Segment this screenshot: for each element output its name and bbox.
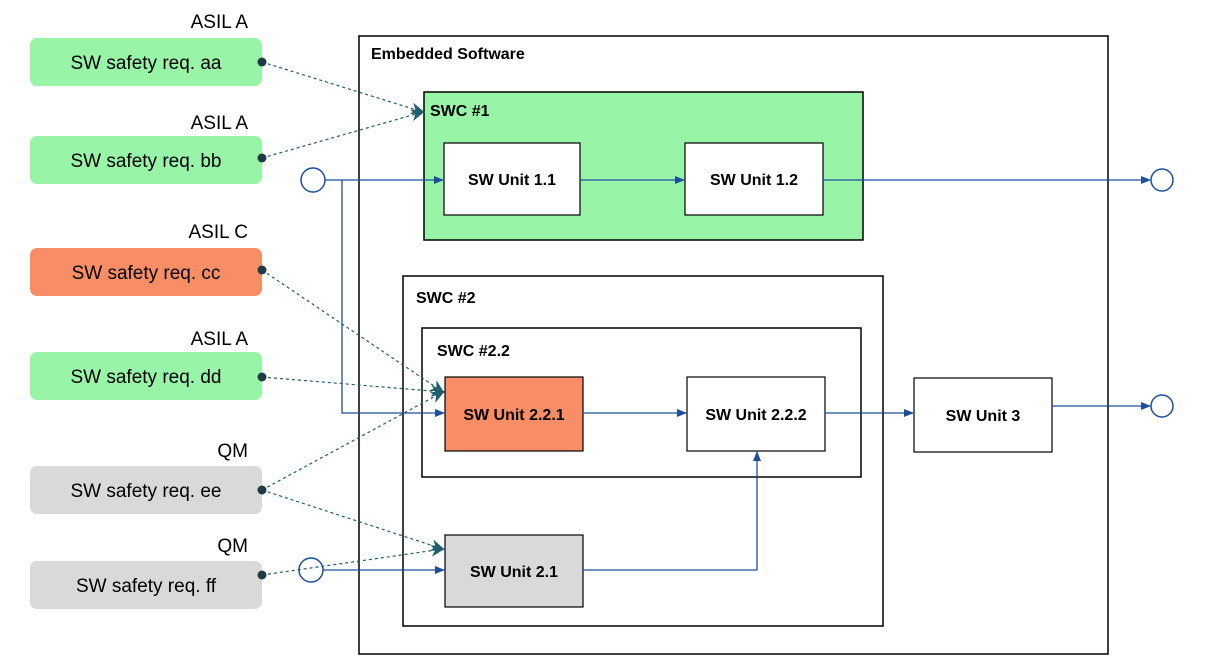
requirement-box-cc [30, 248, 262, 296]
requirements: ASIL A SW safety req. aa ASIL A SW safet… [30, 12, 267, 609]
trace-ee-to-unit-2-2-1 [261, 391, 445, 491]
unit-3 [913, 377, 1053, 453]
input-port-bottom [298, 557, 324, 583]
requirement-label-cc: SW safety req. cc [72, 263, 221, 284]
asil-label: QM [217, 536, 248, 557]
requirement-connector-bb [257, 153, 267, 163]
unit-1-1 [443, 142, 581, 216]
trace-bb-to-swc1 [261, 109, 425, 159]
unit-2-2-1 [444, 376, 584, 452]
asil-label: ASIL A [191, 329, 249, 350]
requirement-box-ee [30, 466, 262, 514]
asil-label: ASIL A [191, 113, 249, 134]
requirement-label-dd: SW safety req. dd [70, 367, 221, 388]
unit-1-2-label: SW Unit 1.2 [710, 172, 798, 189]
unit-1-2 [684, 142, 824, 216]
unit-2-2-2-label: SW Unit 2.2.2 [705, 407, 806, 424]
embedded-software-label: Embedded Software [371, 46, 525, 63]
requirement-box-ff [30, 561, 262, 609]
requirement-box-dd [30, 352, 262, 400]
input-port-top [300, 167, 326, 193]
requirement-box-bb [30, 136, 262, 184]
output-port-bottom [1150, 394, 1174, 418]
requirement-label-bb: SW safety req. bb [70, 151, 221, 172]
trace-dd-to-unit-2-2-1 [261, 376, 445, 397]
trace-ff-to-unit-2-1 [261, 544, 445, 576]
trace-ee-to-unit-2-1 [261, 489, 445, 551]
signal-flows [323, 176, 1151, 574]
unit-2-1-label: SW Unit 2.1 [470, 564, 558, 581]
asil-label: ASIL A [191, 12, 249, 33]
requirement-connector-ee [257, 485, 267, 495]
swc2-label: SWC #2 [416, 290, 476, 307]
swc1-label: SWC #1 [430, 103, 490, 120]
requirement-connector-dd [257, 372, 267, 382]
requirement-box-aa [30, 38, 262, 86]
unit-2-1 [444, 534, 584, 608]
requirement-label-ff: SW safety req. ff [76, 576, 217, 597]
asil-label: QM [217, 441, 248, 462]
requirement-connector-ff [257, 570, 267, 580]
unit-1-1-label: SW Unit 1.1 [468, 172, 556, 189]
unit-2-2-1-label: SW Unit 2.2.1 [463, 407, 564, 424]
trace-cc-to-unit-2-2-1 [261, 269, 445, 394]
swc22-label: SWC #2.2 [437, 343, 510, 360]
trace-links [261, 61, 445, 576]
asil-label: ASIL C [189, 222, 249, 243]
unit-3-label: SW Unit 3 [946, 408, 1021, 425]
flow-input-to-unit-2-2-1 [341, 180, 445, 417]
unit-2-2-2 [686, 376, 826, 452]
requirement-label-ee: SW safety req. ee [70, 481, 221, 502]
trace-aa-to-swc1 [261, 61, 425, 115]
requirement-label-aa: SW safety req. aa [70, 53, 221, 74]
output-port-top [1150, 168, 1174, 192]
requirement-connector-aa [257, 57, 267, 67]
requirement-connector-cc [257, 265, 267, 275]
flow-unit-2-1-to-unit-2-2-2 [583, 451, 761, 571]
